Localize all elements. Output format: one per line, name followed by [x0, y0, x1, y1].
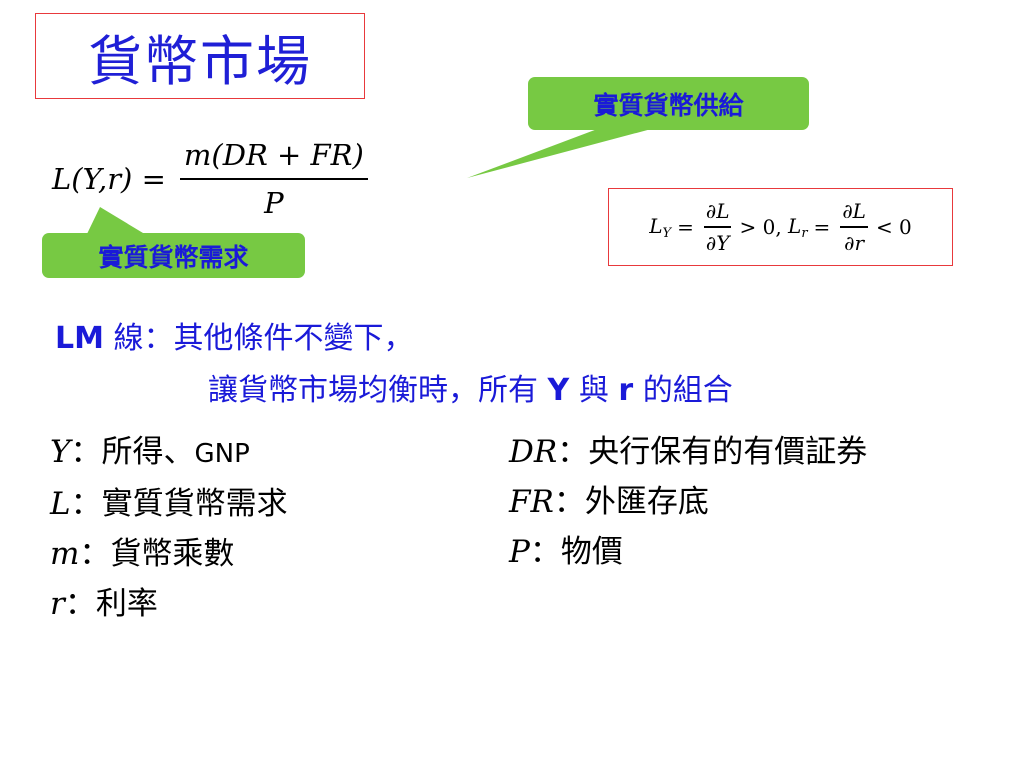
lm-definition-line2: 讓貨幣市場均衡時，所有 Y 與 r 的組合	[208, 365, 733, 409]
definition-symbol: FR	[509, 484, 554, 520]
definition-text: ：物價	[529, 534, 623, 570]
definition-symbol: m	[50, 536, 80, 572]
equation-fraction: m(DR + FR) P	[179, 138, 368, 220]
lm-line2-text-c: 的組合	[633, 373, 733, 408]
definition-symbol: r	[50, 586, 65, 622]
definition-item: m：貨幣乘數	[50, 529, 288, 579]
equation-numerator: m(DR + FR)	[183, 138, 364, 172]
ly-equals: =	[677, 215, 694, 239]
lm-line2-y: Y	[547, 373, 570, 408]
ly-denominator: ∂Y	[705, 230, 730, 255]
lm-line2-text-a: 讓貨幣市場均衡時，所有	[208, 373, 548, 408]
symbol-definitions-left: Y：所得、GNP L：實質貨幣需求 m：貨幣乘數 r：利率	[50, 427, 288, 629]
lm-line2-r: r	[618, 373, 634, 408]
definition-text: ：貨幣乘數	[79, 536, 235, 572]
definition-symbol: DR	[509, 434, 558, 470]
symbol-definitions-right: DR：央行保有的有價証券 FR：外匯存底 P：物價	[509, 427, 867, 577]
definition-item: P：物價	[509, 527, 867, 577]
definition-item: r：利率	[50, 579, 288, 629]
definition-text: ：所得、	[70, 434, 195, 470]
demand-callout-pointer	[86, 207, 148, 236]
slide-title: 貨幣市場	[88, 29, 312, 93]
partial-derivatives-box: LY = ∂L ∂Y > 0, Lr = ∂L ∂r < 0	[608, 188, 953, 266]
definition-item: L：實質貨幣需求	[50, 479, 288, 529]
ly-numerator: ∂L	[705, 199, 730, 224]
fraction-bar	[179, 178, 368, 180]
ly-term: LY	[649, 213, 672, 241]
money-demand-equation: L(Y,r) = m(DR + FR) P	[52, 138, 368, 220]
lr-denominator: ∂r	[844, 230, 865, 255]
definition-symbol: L	[50, 486, 71, 522]
lm-line2-text-b: 與	[569, 373, 619, 408]
lr-relation: < 0	[875, 215, 912, 239]
real-money-supply-label: 實質貨幣供給	[593, 90, 744, 120]
ly-fraction-bar	[703, 226, 732, 228]
definition-symbol: P	[509, 534, 530, 570]
definition-gnp: GNP	[194, 439, 250, 469]
definition-text: ：外匯存底	[553, 484, 709, 520]
definition-item: DR：央行保有的有價証券	[509, 427, 867, 477]
equation-lhs: L(Y,r) =	[52, 162, 166, 196]
lm-line1-text: 線：其他條件不變下，	[103, 321, 414, 356]
real-money-supply-callout: 實質貨幣供給	[528, 77, 809, 130]
real-money-demand-label: 實質貨幣需求	[98, 242, 249, 272]
definition-item: FR：外匯存底	[509, 477, 867, 527]
lr-fraction-bar	[840, 226, 868, 228]
definition-text: ：央行保有的有價証券	[557, 434, 868, 470]
lr-fraction: ∂L ∂r	[840, 199, 868, 255]
equation-denominator: P	[264, 186, 284, 220]
definition-item: Y：所得、GNP	[50, 427, 288, 479]
lm-definition-line1: LM 線：其他條件不變下，	[55, 313, 414, 357]
ly-relation: > 0,	[739, 215, 789, 239]
lm-label: LM	[55, 321, 104, 356]
title-box: 貨幣市場	[35, 13, 365, 99]
definition-text: ：實質貨幣需求	[70, 486, 288, 522]
ly-fraction: ∂L ∂Y	[703, 199, 732, 255]
real-money-demand-callout: 實質貨幣需求	[42, 233, 305, 278]
lr-equals: =	[813, 215, 831, 239]
definition-text: ：利率	[64, 586, 158, 622]
lr-term: Lr	[788, 213, 808, 241]
supply-callout-pointer	[467, 128, 655, 178]
lr-numerator: ∂L	[842, 199, 866, 224]
definition-symbol: Y	[50, 434, 71, 470]
